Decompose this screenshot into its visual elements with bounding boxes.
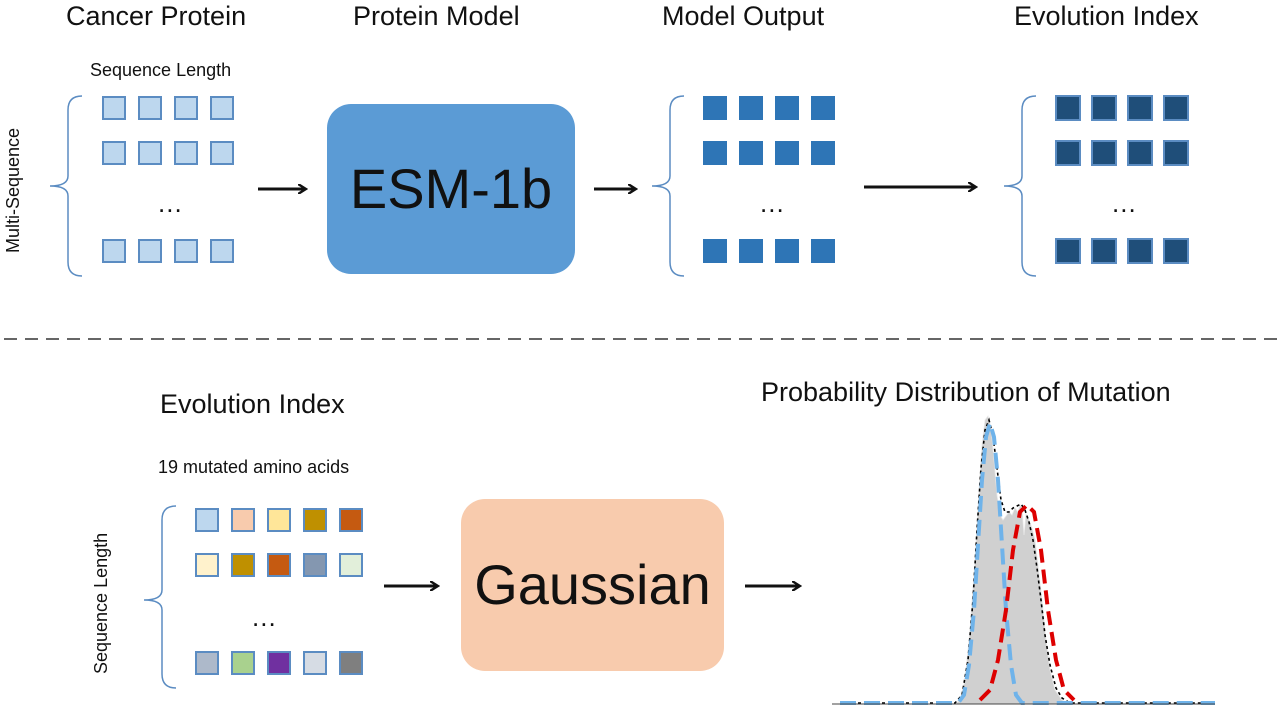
evolution-index-title-top: Evolution Index (1014, 1, 1199, 31)
distribution-title: Probability Distribution of Mutation (761, 377, 1171, 407)
ellipsis: ... (252, 602, 277, 632)
gaussian-model-box: Gaussian (461, 499, 724, 671)
mutation-cell (231, 651, 255, 675)
protein-cell (174, 141, 198, 165)
output-cell (703, 239, 727, 263)
output-cell (775, 96, 799, 120)
evolution-cell (1127, 95, 1153, 121)
mutation-cell (303, 553, 327, 577)
mutation-cell (267, 553, 291, 577)
protein-model-title: Protein Model (353, 1, 520, 31)
evolution-cell (1055, 140, 1081, 166)
protein-cell (210, 141, 234, 165)
protein-cell (102, 141, 126, 165)
output-cell (775, 239, 799, 263)
protein-cell (210, 96, 234, 120)
bracket (143, 505, 177, 689)
mutation-cell (267, 651, 291, 675)
mutation-cell (339, 553, 363, 577)
ellipsis: ... (760, 188, 785, 218)
sequence-length-label-top: Sequence Length (90, 60, 232, 80)
distribution-plot (832, 415, 1215, 705)
mutation-cell (339, 651, 363, 675)
evolution-cell (1163, 238, 1189, 264)
bracket (1003, 95, 1037, 277)
mutation-cell (231, 553, 255, 577)
protein-cell (138, 239, 162, 263)
ellipsis: ... (1112, 188, 1137, 218)
mutation-cell (303, 508, 327, 532)
evolution-index-title-bottom: Evolution Index (160, 389, 345, 419)
output-cell (703, 141, 727, 165)
mutation-cell (195, 553, 219, 577)
esm-model-label: ESM-1b (349, 157, 553, 220)
evolution-cell (1055, 238, 1081, 264)
output-cell (811, 96, 835, 120)
output-cell (739, 239, 763, 263)
bracket (49, 95, 83, 277)
gaussian-curve-red (978, 502, 1076, 702)
mutation-cell (303, 651, 327, 675)
evolution-cell (1091, 238, 1117, 264)
evolution-cell (1091, 140, 1117, 166)
mutation-cell (195, 508, 219, 532)
mutated-amino-acids-label: 19 mutated amino acids (158, 457, 350, 477)
evolution-cell (1091, 95, 1117, 121)
esm-model-box: ESM-1b (327, 104, 575, 274)
evolution-cell (1163, 140, 1189, 166)
histogram-area (953, 415, 1070, 705)
mutation-cell (195, 651, 219, 675)
protein-cell (102, 239, 126, 263)
output-cell (703, 96, 727, 120)
protein-cell (174, 96, 198, 120)
evolution-cell (1127, 140, 1153, 166)
protein-cell (138, 96, 162, 120)
model-output-title: Model Output (662, 1, 825, 31)
protein-cell (174, 239, 198, 263)
protein-cell (210, 239, 234, 263)
output-cell (811, 239, 835, 263)
protein-cell (138, 141, 162, 165)
ellipsis: ... (158, 188, 183, 218)
mutation-cell (231, 508, 255, 532)
output-cell (775, 141, 799, 165)
bracket (651, 95, 685, 277)
cancer-protein-title: Cancer Protein (66, 1, 247, 31)
mutation-cell (267, 508, 291, 532)
evolution-cell (1127, 238, 1153, 264)
output-cell (739, 141, 763, 165)
mutation-cell (339, 508, 363, 532)
protein-cell (102, 96, 126, 120)
evolution-cell (1055, 95, 1081, 121)
output-cell (739, 96, 763, 120)
gaussian-model-label: Gaussian (474, 553, 711, 616)
output-cell (811, 141, 835, 165)
evolution-cell (1163, 95, 1189, 121)
gaussian-curve-blue (840, 415, 1215, 705)
